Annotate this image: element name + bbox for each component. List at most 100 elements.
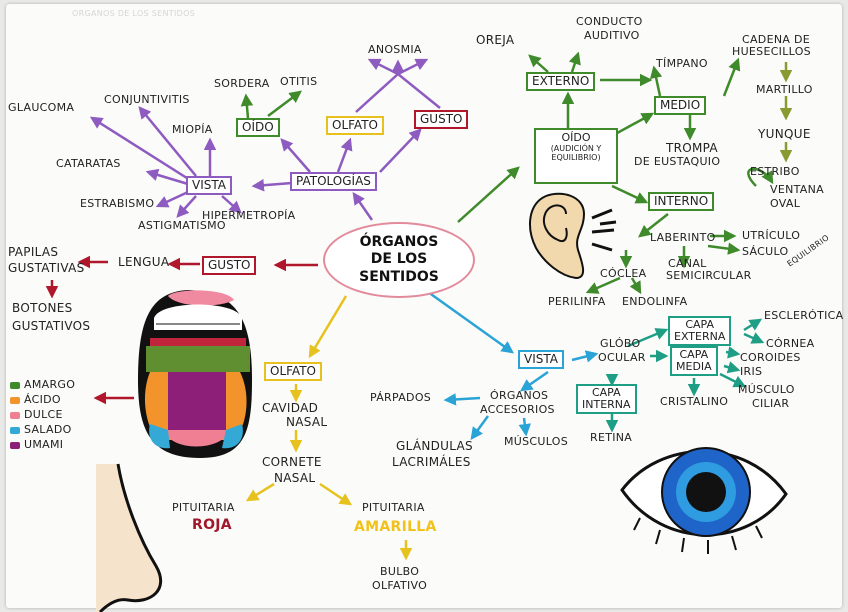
gustativas-label: GUSTATIVAS bbox=[8, 261, 85, 275]
medio-node[interactable]: MEDIO bbox=[654, 96, 707, 116]
martillo-label: MARTILLO bbox=[756, 83, 813, 96]
nose-illustration bbox=[96, 463, 163, 612]
ventana-label: VENTANA bbox=[770, 183, 824, 196]
legend-amargo: AMARGO bbox=[24, 378, 76, 391]
nasal-label: NASAL bbox=[286, 415, 328, 429]
patologias-olfato-node[interactable]: OLFATO bbox=[326, 116, 384, 136]
cornea-label: CÓRNEA bbox=[766, 337, 815, 350]
coclea-label: CÓCLEA bbox=[600, 267, 647, 280]
mouth-illustration bbox=[138, 290, 252, 458]
capa-interna-line1: CAPA bbox=[591, 386, 621, 399]
lengua-label: LENGUA bbox=[118, 255, 170, 269]
capa-media-line1: CAPA bbox=[679, 348, 709, 361]
ear-illustration bbox=[529, 192, 617, 280]
glaucoma-label: GLAUCOMA bbox=[8, 101, 75, 114]
hipermetropia-label: HIPERMETROPÍA bbox=[202, 209, 296, 222]
nasal2-label: NASAL bbox=[274, 471, 316, 485]
center-line-2: DE LOS bbox=[370, 251, 428, 268]
central-node[interactable]: ÓRGANOS DE LOS SENTIDOS bbox=[323, 222, 475, 298]
legend-swatch-dulce bbox=[10, 412, 20, 419]
eustaquio-label: DE EUSTAQUIO bbox=[634, 155, 721, 168]
ocular-label: OCULAR bbox=[598, 351, 646, 364]
capa-externa-line1: CAPA bbox=[685, 318, 715, 331]
capa-media-line2: MEDIA bbox=[676, 360, 712, 374]
amarilla-label: AMARILLA bbox=[354, 519, 437, 535]
miopia-label: MIOPÍA bbox=[172, 123, 213, 136]
watermark-text: ORGANOS DE LOS SENTIDOS bbox=[72, 9, 196, 18]
conducto-label: CONDUCTO bbox=[576, 15, 643, 28]
huesecillos-label: HUESECILLOS bbox=[732, 45, 811, 58]
capa-externa-node[interactable]: CAPA EXTERNA bbox=[668, 316, 732, 347]
papilas-label: PAPILAS bbox=[8, 245, 59, 259]
legend-salado: SALADO bbox=[24, 423, 72, 436]
olfativo-label: OLFATIVO bbox=[372, 579, 428, 592]
legend-acido: ÁCIDO bbox=[24, 393, 61, 406]
oido-subtitle: (AUDICIÓN Y EQUILIBRIO) bbox=[550, 143, 602, 162]
musculos-label: MÚSCULOS bbox=[504, 435, 569, 448]
oreja-label: OREJA bbox=[476, 33, 515, 47]
cavidad-label: CAVIDAD bbox=[262, 401, 319, 415]
timpano-label: TÍMPANO bbox=[656, 57, 708, 70]
anosmia-label: ANOSMIA bbox=[368, 43, 422, 56]
patologias-node[interactable]: PATOLOGÍAS bbox=[290, 172, 377, 192]
pituitaria-amarilla-label: PITUITARIA bbox=[362, 501, 425, 514]
cristalino-label: CRISTALINO bbox=[660, 395, 729, 408]
legend-swatch-salado bbox=[10, 427, 20, 434]
roja-label: ROJA bbox=[192, 517, 232, 533]
olfato-node[interactable]: OLFATO bbox=[264, 362, 322, 382]
auditivo-label: AUDITIVO bbox=[584, 29, 640, 42]
trompa-label: TROMPA bbox=[666, 141, 718, 155]
center-line-1: ÓRGANOS bbox=[359, 233, 439, 250]
coroides-label: COROIDES bbox=[740, 351, 801, 364]
retina-label: RETINA bbox=[590, 431, 633, 444]
vista-node[interactable]: VISTA bbox=[518, 350, 564, 370]
capa-interna-line2: INTERNA bbox=[582, 398, 631, 412]
utriculo-label: UTRÍCULO bbox=[742, 229, 801, 242]
legend-swatch-amargo bbox=[10, 382, 20, 389]
cadena-label: CADENA DE bbox=[742, 33, 810, 46]
canal-label: CANAL bbox=[668, 257, 707, 270]
semicircular-label: SEMICIRCULAR bbox=[666, 269, 752, 282]
botones-label: BOTONES bbox=[12, 301, 73, 315]
capa-interna-node[interactable]: CAPA INTERNA bbox=[576, 384, 637, 415]
musculo-label: MÚSCULO bbox=[738, 383, 795, 396]
otitis-label: OTITIS bbox=[280, 75, 318, 88]
interno-node[interactable]: INTERNO bbox=[648, 192, 715, 212]
externo-node[interactable]: EXTERNO bbox=[526, 72, 596, 92]
yunque-label: YUNQUE bbox=[758, 127, 811, 141]
legend-dulce: DULCE bbox=[24, 408, 63, 421]
conjuntivitis-label: CONJUNTIVITIS bbox=[104, 93, 190, 106]
cataratas-label: CATARATAS bbox=[56, 157, 121, 170]
endolinfa-label: ENDOLINFA bbox=[622, 295, 688, 308]
glandulas-label: GLÁNDULAS bbox=[396, 439, 473, 453]
ciliar-label: CILIAR bbox=[752, 397, 790, 410]
globo-label: GLÓBO bbox=[600, 337, 641, 350]
gusto-node[interactable]: GUSTO bbox=[202, 256, 257, 276]
oval-label: OVAL bbox=[770, 197, 801, 210]
legend-swatch-umami bbox=[10, 442, 20, 449]
sordera-label: SORDERA bbox=[214, 77, 270, 90]
laberinto-label: LABERINTO bbox=[650, 231, 716, 244]
oido-node[interactable]: OÍDO (AUDICIÓN Y EQUILIBRIO) bbox=[534, 128, 618, 184]
cornete-label: CORNETE bbox=[262, 455, 322, 469]
astigmatismo-label: ASTIGMATISMO bbox=[138, 219, 226, 232]
gustativos-label: GUSTATIVOS bbox=[12, 319, 91, 333]
iris-label: IRIS bbox=[740, 365, 763, 378]
organos-label: ÓRGANOS bbox=[490, 389, 549, 402]
capa-media-node[interactable]: CAPA MEDIA bbox=[670, 346, 718, 377]
pituitaria-roja-label: PITUITARIA bbox=[172, 501, 235, 514]
esclerotica-label: ESCLERÓTICA bbox=[764, 309, 844, 322]
center-line-3: SENTIDOS bbox=[359, 268, 439, 285]
patologias-vista-node[interactable]: VISTA bbox=[186, 176, 232, 196]
patologias-gusto-node[interactable]: GUSTO bbox=[414, 110, 469, 130]
estribo-label: ESTRIBO bbox=[750, 165, 800, 178]
eye-illustration bbox=[620, 447, 788, 554]
bulbo-label: BULBO bbox=[380, 565, 420, 578]
legend-umami: UMAMI bbox=[24, 438, 64, 451]
oido-title: OÍDO bbox=[561, 131, 591, 144]
capa-externa-line2: EXTERNA bbox=[674, 330, 726, 344]
accesorios-label: ACCESORIOS bbox=[480, 403, 555, 416]
patologias-oido-node[interactable]: OÍDO bbox=[236, 118, 280, 138]
